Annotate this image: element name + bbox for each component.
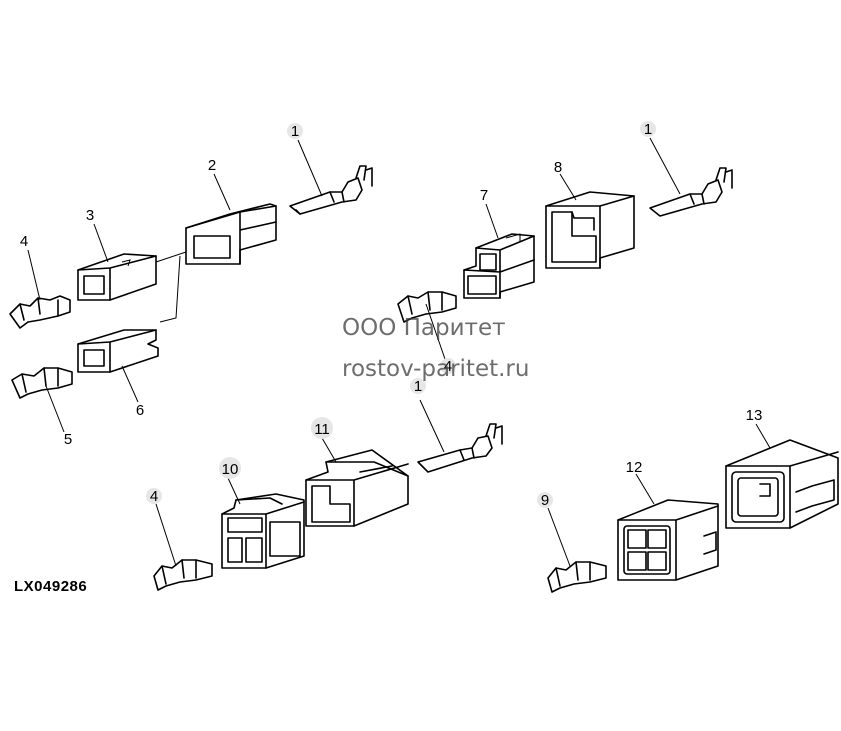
- svg-text:7: 7: [480, 187, 488, 204]
- svg-text:1: 1: [644, 121, 652, 138]
- svg-text:5: 5: [64, 431, 72, 448]
- watermark-site: rostov-paritet.ru: [342, 356, 530, 382]
- callout-10: 10: [219, 457, 241, 479]
- part-10-housing: [221, 493, 305, 569]
- part-3-housing: [77, 253, 157, 301]
- svg-text:6: 6: [136, 402, 144, 419]
- part-11-housing: [305, 449, 409, 527]
- callout-9: 9: [537, 492, 553, 509]
- part-9-terminal: [547, 561, 607, 593]
- svg-text:4: 4: [444, 358, 452, 375]
- watermark-company: ООО Паритет: [342, 315, 506, 341]
- svg-text:12: 12: [626, 459, 643, 476]
- part-7-housing: [463, 233, 535, 299]
- svg-text:4: 4: [20, 233, 28, 250]
- svg-text:1: 1: [291, 123, 299, 140]
- svg-text:10: 10: [222, 461, 239, 478]
- callout-1-top-left: 1: [287, 123, 303, 140]
- svg-text:13: 13: [746, 407, 763, 424]
- part-4-terminal-top-left: [9, 295, 71, 329]
- callout-3: 3: [86, 207, 94, 224]
- callout-4-top-left: 4: [20, 233, 28, 250]
- part-4-terminal-bottom-left: [153, 559, 213, 591]
- callout-13: 13: [746, 407, 763, 424]
- callout-2: 2: [208, 157, 216, 174]
- callout-1-top-right: 1: [640, 121, 656, 138]
- part-13-housing: [725, 439, 839, 529]
- callout-4-bottom-left: 4: [146, 488, 162, 505]
- svg-text:1: 1: [414, 378, 422, 395]
- part-8-housing: [545, 191, 635, 269]
- figure-id: LX049286: [14, 578, 88, 595]
- callout-1-bottom-left: 1: [410, 378, 426, 395]
- svg-text:11: 11: [314, 421, 330, 438]
- part-2-housing: [185, 203, 277, 265]
- part-12-housing: [617, 499, 719, 581]
- svg-text:8: 8: [554, 159, 562, 176]
- callout-6: 6: [136, 402, 144, 419]
- assembly-line: [155, 251, 187, 323]
- callout-7: 7: [480, 187, 488, 204]
- callout-5: 5: [64, 431, 72, 448]
- part-1-terminal-bottom-left: [417, 423, 503, 473]
- callout-11: 11: [311, 417, 333, 439]
- svg-text:4: 4: [150, 488, 158, 505]
- svg-text:9: 9: [541, 492, 549, 509]
- part-6-housing: [77, 329, 159, 373]
- part-5-terminal: [11, 367, 73, 399]
- leader-lines: [27, 137, 771, 567]
- svg-text:2: 2: [208, 157, 216, 174]
- callout-12: 12: [626, 459, 643, 476]
- svg-text:3: 3: [86, 207, 94, 224]
- part-1-terminal-top-left: [289, 165, 373, 215]
- callout-8: 8: [554, 159, 562, 176]
- part-1-terminal-top-right: [649, 167, 733, 217]
- callout-4-top-right: 4: [440, 358, 456, 375]
